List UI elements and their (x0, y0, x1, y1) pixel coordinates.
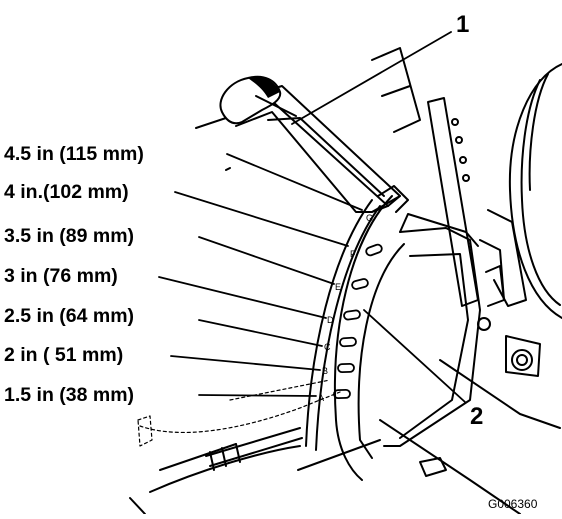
slot-letter-a: A (318, 393, 324, 403)
height-labels: 4.5 in (115 mm) 4 in.(102 mm) 3.5 in (89… (4, 143, 144, 406)
notch-slots (333, 243, 383, 400)
height-label-e: 3.5 in (89 mm) (4, 225, 134, 247)
slot-letter-d: D (327, 315, 334, 325)
height-label-a: 1.5 in (38 mm) (4, 384, 134, 406)
callout-1-leader (291, 31, 452, 125)
height-label-c: 2.5 in (64 mm) (4, 305, 134, 327)
leader-lines (158, 31, 466, 403)
leader-line-a (198, 394, 317, 397)
height-label-b: 2 in ( 51 mm) (4, 344, 123, 366)
height-label-d: 3 in (76 mm) (4, 265, 118, 287)
slot-letter-f: F (350, 249, 356, 259)
hidden-lines (137, 379, 341, 447)
slot-letter-c: C (324, 342, 331, 352)
leader-line-f (174, 191, 349, 247)
slot-letter-b: B (322, 366, 328, 376)
height-adjust-lever (219, 75, 409, 213)
height-label-f: 4 in.(102 mm) (4, 181, 129, 203)
slot-letter-g: G (366, 213, 373, 223)
callout-1: 1 (456, 11, 469, 38)
height-label-g: 4.5 in (115 mm) (4, 143, 144, 165)
figure-id: G006360 (488, 497, 538, 511)
callout-2: 2 (470, 403, 483, 430)
mower-frame-drawing (129, 47, 562, 515)
callout-2-leader (363, 309, 466, 403)
slot-letter-e: E (335, 282, 341, 292)
leader-line-g (226, 153, 363, 211)
slot-letters: G F E D C B A (318, 213, 373, 403)
leader-line-e (198, 236, 335, 285)
leader-line-c (198, 319, 323, 347)
leader-line-d (158, 276, 327, 319)
leader-line-b (170, 355, 321, 371)
height-of-cut-plate (305, 195, 505, 481)
